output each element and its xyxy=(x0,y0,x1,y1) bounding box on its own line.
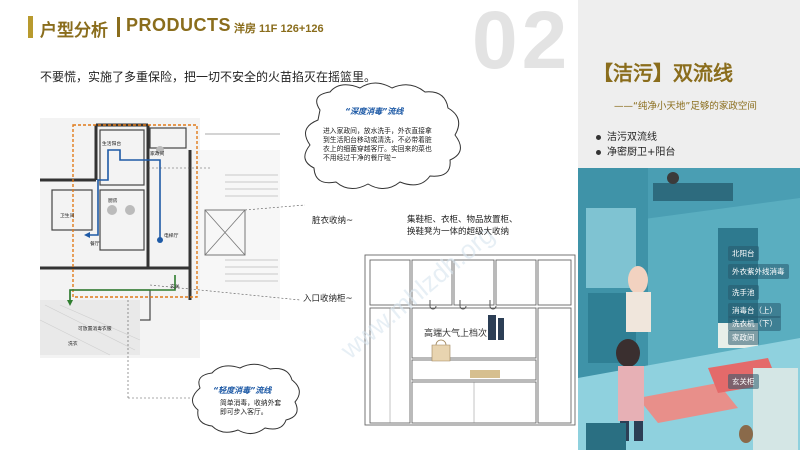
dirty-storage-label: 脏衣收纳~ xyxy=(312,216,354,226)
tag-laundry-room: 家政间 xyxy=(728,330,759,345)
light-flow-title: “轻度消毒”流线 xyxy=(213,386,272,395)
tag-sink: 洗手池 xyxy=(728,285,759,300)
header-accent-bar xyxy=(28,16,33,38)
interior-illustration: 北阳台 外衣紫外线消毒 洗手池 消毒台（上） 洗衣机（下） 家政间 玄关柜 xyxy=(578,168,800,450)
cabinet-note: 集鞋柜、衣柜、物品放置柜、 换鞋凳为一体的超级大收纳 xyxy=(407,215,518,237)
tag-disinfect-top: 消毒台（上） xyxy=(728,303,781,318)
tag-entry-cabinet: 玄关柜 xyxy=(728,374,759,389)
label-dining: 餐厅 xyxy=(90,242,100,247)
project-label: 洋房 11F 126+126 xyxy=(234,23,324,35)
tag-north-balcony: 北阳台 xyxy=(728,246,759,261)
label-entry: 电梯厅 xyxy=(164,234,179,239)
label-life-balcony: 生活阳台 xyxy=(102,142,122,147)
title-panel xyxy=(578,0,800,168)
tag-uv-disinfect: 外衣紫外线消毒 xyxy=(728,264,789,279)
bullet-item: 净密厨卫+阳台 xyxy=(596,145,675,160)
products-title: PRODUCTS xyxy=(126,15,232,35)
deep-flow-title: “深度消毒”流线 xyxy=(345,107,404,116)
label-laundry: 家政间 xyxy=(150,152,165,157)
bullet-item: 洁污双流线 xyxy=(596,130,675,145)
header: 户型分析 PRODUCTS 洋房 11F 126+126 xyxy=(0,12,480,41)
label-kitchen: 厨房 xyxy=(108,199,118,204)
header-separator xyxy=(117,17,120,37)
label-wash: 洗衣 xyxy=(68,342,78,347)
label-hall: 玄关 xyxy=(170,285,180,290)
bullet-dot-icon xyxy=(596,149,601,155)
label-bath: 卫生间 xyxy=(60,214,75,219)
bullet-dot-icon xyxy=(596,134,601,140)
cabinet-text: 高端大气上档次 xyxy=(424,329,488,339)
label-bottom-note: 可放置消毒衣服 xyxy=(78,327,112,332)
panel-subtitle: ——“纯净小天地”足够的家政空间 xyxy=(614,101,757,112)
entry-storage-label: 入口收纳柜~ xyxy=(303,294,353,304)
light-flow-text: 简单消毒，收纳外套 即可步入客厅。 xyxy=(220,399,282,416)
bullet-list: 洁污双流线 净密厨卫+阳台 xyxy=(596,130,675,160)
headline: 不要慌，实施了多重保险，把一切不安全的火苗掐灭在摇篮里。 xyxy=(40,70,377,84)
panel-title: 【洁污】双流线 xyxy=(593,61,733,85)
section-title: 户型分析 xyxy=(40,21,108,41)
page-number: 02 xyxy=(472,0,572,86)
tag-washer-bottom: 洗衣机（下） xyxy=(728,316,781,331)
deep-flow-text: 进入家政间，放水洗手，外衣直接拿 到生活阳台移动或清洗，不必带着脏 衣上的细菌穿… xyxy=(323,127,432,162)
